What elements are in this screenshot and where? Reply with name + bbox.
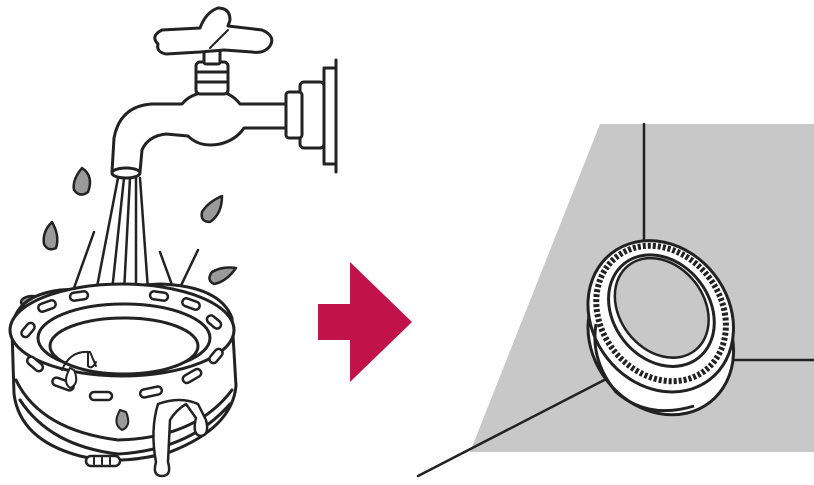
faucet-handle xyxy=(155,8,272,54)
faucet-valve-stem xyxy=(196,62,228,94)
faucet-rinsing-filter-icon xyxy=(10,8,336,476)
faucet-body xyxy=(112,91,286,177)
faucet-wall-mount xyxy=(286,60,336,172)
arrow-right-icon xyxy=(318,262,412,382)
filter-installed-in-wall-corner-icon xyxy=(418,124,814,476)
filter-ring-rinsing xyxy=(10,284,236,476)
